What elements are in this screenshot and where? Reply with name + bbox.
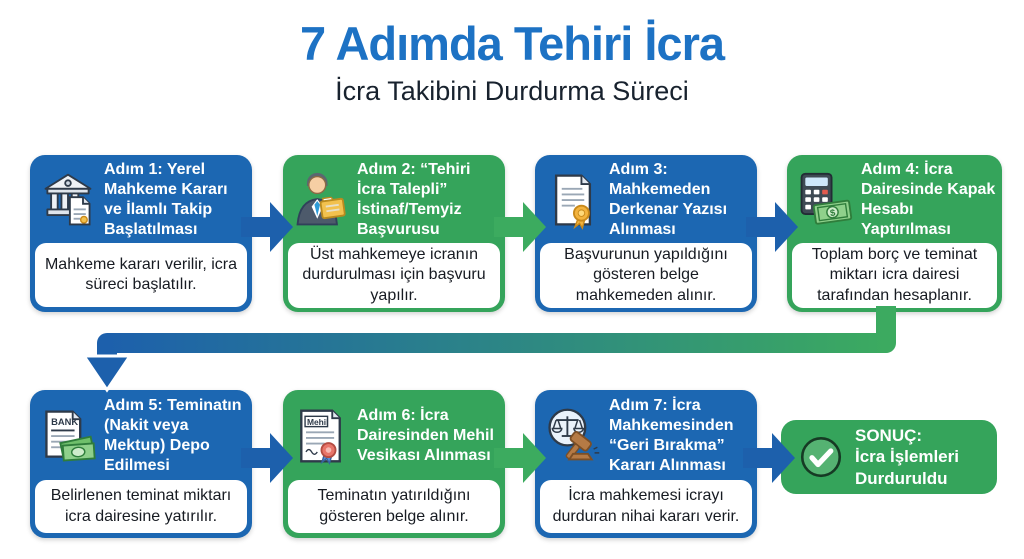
step-description: Mahkeme kararı verilir, icra süreci başl… <box>44 255 238 293</box>
courthouse-document-icon <box>38 170 98 230</box>
step-title: Adım 4: İcra Dairesinde Kapak Hesabı Yap… <box>861 161 996 238</box>
step-card-4: $ Adım 4: İcra Dairesinde Kapak Hesabı Y… <box>787 155 1002 312</box>
step-description: İcra mahkemesi icrayı durduran nihai kar… <box>552 487 740 525</box>
step-title: Adım 7: İcra Mahkemesinden “Geri Bırakma… <box>609 397 734 474</box>
step-card-3: Adım 3: Mahkemeden Derkenar Yazısı Alınm… <box>535 155 757 312</box>
step-description: Üst mahkemeye icranın durdurulması için … <box>302 246 486 304</box>
svg-text:BANK: BANK <box>51 417 78 427</box>
flow-arrow-icon <box>241 199 293 255</box>
applicant-folder-icon <box>291 170 351 230</box>
step-body: Üst mahkemeye icranın durdurulması için … <box>288 243 500 308</box>
step-body: Teminatın yatırıldığını gösteren belge a… <box>288 480 500 533</box>
svg-text:$: $ <box>829 208 836 219</box>
step-header: Mehil Adım 6: İcra Dairesinden Mehil Ves… <box>283 390 505 478</box>
step-header: Adım 1: Yerel Mahkeme Kararı ve İlamlı T… <box>30 155 252 241</box>
step-title: Adım 6: İcra Dairesinden Mehil Vesikası … <box>357 407 494 464</box>
step-card-6: Mehil Adım 6: İcra Dairesinden Mehil Ves… <box>283 390 505 538</box>
step-card-2: Adım 2: “Tehiri İcra Talepli” İstinaf/Te… <box>283 155 505 312</box>
step-card-1: Adım 1: Yerel Mahkeme Kararı ve İlamlı T… <box>30 155 252 312</box>
bank-letter-money-icon: BANK <box>38 406 98 466</box>
step-description: Belirlenen teminat miktarı icra dairesin… <box>50 487 232 525</box>
page-subtitle: İcra Takibini Durdurma Süreci <box>335 76 689 106</box>
gavel-scales-icon <box>543 406 603 466</box>
step-header: BANK Adım 5: Teminatın (Nakit veya Mektu… <box>30 390 252 478</box>
svg-text:Mehil: Mehil <box>307 417 329 427</box>
calculator-money-icon: $ <box>795 170 855 230</box>
step-header: Adım 2: “Tehiri İcra Talepli” İstinaf/Te… <box>283 155 505 241</box>
step-title: Adım 3: Mahkemeden Derkenar Yazısı Alınm… <box>609 161 728 238</box>
result-label: İcra İşlemleri Durduruldu <box>855 447 959 488</box>
flow-arrow-icon <box>743 430 795 486</box>
step-description: Toplam borç ve teminat miktarı icra dair… <box>811 246 978 304</box>
mehil-certificate-icon: Mehil <box>291 406 351 466</box>
step-description: Başvurunun yapıldığını gösteren belge ma… <box>564 246 728 304</box>
step-title: Adım 1: Yerel Mahkeme Kararı ve İlamlı T… <box>104 161 228 238</box>
result-heading: SONUÇ: <box>855 426 923 446</box>
flow-arrow-icon <box>241 430 293 486</box>
result-text: SONUÇ: İcra İşlemleri Durduruldu <box>855 425 989 489</box>
step-header: $ Adım 4: İcra Dairesinde Kapak Hesabı Y… <box>787 155 1002 241</box>
certificate-seal-icon <box>543 170 603 230</box>
step-title: Adım 5: Teminatın (Nakit veya Mektup) De… <box>104 397 242 474</box>
step-body: Başvurunun yapıldığını gösteren belge ma… <box>540 243 752 308</box>
step-body: Toplam borç ve teminat miktarı icra dair… <box>792 243 997 308</box>
page-title: 7 Adımda Tehiri İcra <box>299 17 725 70</box>
flow-arrow-icon <box>494 199 546 255</box>
step-card-7: Adım 7: İcra Mahkemesinden “Geri Bırakma… <box>535 390 757 538</box>
step-title: Adım 2: “Tehiri İcra Talepli” İstinaf/Te… <box>357 161 471 238</box>
step-header: Adım 7: İcra Mahkemesinden “Geri Bırakma… <box>535 390 757 478</box>
step-description: Teminatın yatırıldığını gösteren belge a… <box>317 487 471 525</box>
check-circle-icon <box>797 433 845 481</box>
flow-arrow-icon <box>746 199 798 255</box>
step-header: Adım 3: Mahkemeden Derkenar Yazısı Alınm… <box>535 155 757 241</box>
step-body: İcra mahkemesi icrayı durduran nihai kar… <box>540 480 752 533</box>
step-body: Mahkeme kararı verilir, icra süreci başl… <box>35 243 247 307</box>
flow-arrow-icon <box>494 430 546 486</box>
result-box: SONUÇ: İcra İşlemleri Durduruldu <box>781 420 997 494</box>
step-body: Belirlenen teminat miktarı icra dairesin… <box>35 480 247 533</box>
step-card-5: BANK Adım 5: Teminatın (Nakit veya Mektu… <box>30 390 252 538</box>
